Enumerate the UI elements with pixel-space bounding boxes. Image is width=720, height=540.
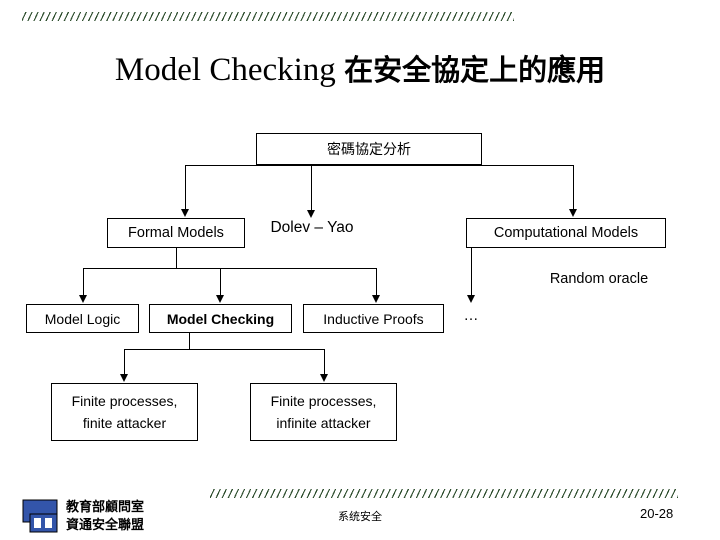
node-model-checking: Model Checking xyxy=(149,304,292,333)
connector-ellipsis-stub xyxy=(471,268,472,269)
page-title: Model Checking 在安全協定上的應用 xyxy=(0,47,720,89)
connector-computational-down xyxy=(471,248,472,268)
arrow-to-ellipsis xyxy=(467,295,475,303)
connector-to-model-checking xyxy=(220,268,221,296)
node-finite-finite-line1: Finite processes, xyxy=(71,393,178,409)
node-finite-processes-infinite-attacker: Finite processes, infinite attacker xyxy=(250,383,397,441)
connector-model-checking-down xyxy=(189,333,190,349)
arrow-to-finite-infinite xyxy=(320,374,328,382)
arrow-to-model-checking xyxy=(216,295,224,303)
connector-to-finite-infinite xyxy=(324,349,325,375)
node-finite-infinite-line1: Finite processes, xyxy=(270,393,377,409)
arrow-root-to-dolev xyxy=(307,210,315,218)
bottom-decorative-hatch-bar xyxy=(210,489,678,498)
arrow-to-inductive-proofs xyxy=(372,295,380,303)
connector-root-to-dolev xyxy=(311,165,312,211)
svg-text:教育部顧問室: 教育部顧問室 xyxy=(65,499,144,515)
connector-to-model-logic xyxy=(83,268,84,296)
arrow-root-to-computational xyxy=(569,209,577,217)
node-formal-models-label: Formal Models xyxy=(128,225,224,241)
page-title-latin: Model Checking xyxy=(114,52,345,88)
node-model-logic-label: Model Logic xyxy=(44,310,121,327)
arrow-to-model-logic xyxy=(79,295,87,303)
node-model-logic: Model Logic xyxy=(26,304,139,333)
node-model-checking-label: Model Checking xyxy=(166,310,275,327)
connector-to-inductive-proofs xyxy=(376,268,377,296)
node-crypto-analysis: 密碼協定分析 xyxy=(256,133,482,165)
connector-root-to-computational xyxy=(573,165,574,210)
node-inductive-proofs: Inductive Proofs xyxy=(303,304,444,333)
organization-logo: 教育部顧問室 資通安全聯盟 xyxy=(22,499,144,533)
node-finite-finite-line2: finite attacker xyxy=(82,415,167,431)
arrow-to-finite-finite xyxy=(120,374,128,382)
node-finite-processes-finite-attacker: Finite processes, finite attacker xyxy=(51,383,198,441)
arrow-root-to-formal xyxy=(181,209,189,217)
label-ellipsis: … xyxy=(463,307,479,324)
footer-page-number: 20-28 xyxy=(640,506,674,521)
node-computational-models-label: Computational Models xyxy=(493,225,639,241)
node-finite-infinite-line2: infinite attacker xyxy=(276,415,371,431)
connector-root-to-formal xyxy=(185,165,186,210)
connector-to-finite-finite xyxy=(124,349,125,375)
top-decorative-hatch-bar xyxy=(22,12,514,21)
connector-formal-down xyxy=(176,248,177,268)
page-title-cjk: 在安全協定上的應用 xyxy=(344,53,606,87)
node-computational-models: Computational Models xyxy=(466,218,666,248)
label-random-oracle: Random oracle xyxy=(549,271,649,287)
svg-text:資通安全聯盟: 資通安全聯盟 xyxy=(66,517,144,533)
node-inductive-proofs-label: Inductive Proofs xyxy=(323,310,424,327)
connector-level4-horizontal xyxy=(124,349,324,350)
footer-center-label: 系统安全 xyxy=(338,510,382,523)
node-crypto-analysis-label: 密碼協定分析 xyxy=(327,142,411,158)
connector-formal-horizontal xyxy=(83,268,376,269)
connector-root-horizontal xyxy=(185,165,574,166)
label-dolev-yao: Dolev – Yao xyxy=(270,219,354,236)
connector-to-ellipsis xyxy=(471,268,472,296)
node-formal-models: Formal Models xyxy=(107,218,245,248)
